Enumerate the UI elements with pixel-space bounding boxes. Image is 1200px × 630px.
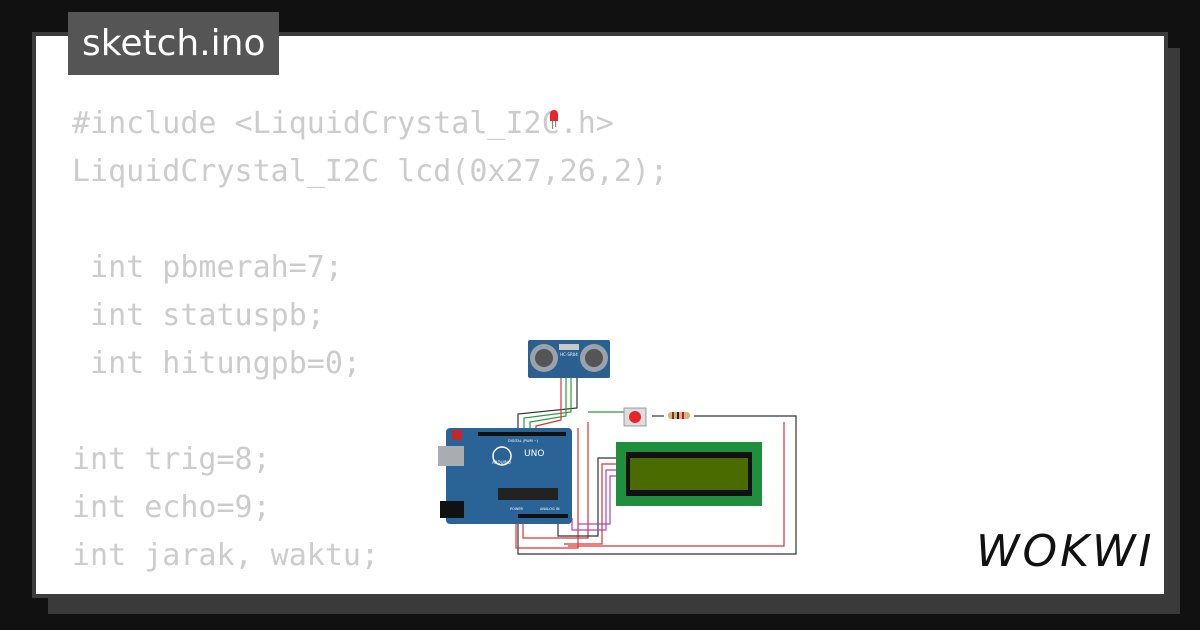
board-name: UNO	[524, 449, 544, 459]
code-line-6: int hitungpb=0;	[72, 346, 361, 381]
file-tab[interactable]: sketch.ino	[68, 12, 280, 75]
board-brand: ARDUINO	[492, 460, 511, 465]
wokwi-logo: WOKWI	[976, 526, 1154, 577]
ultrasonic-sensor-icon[interactable]: HC-SR04	[528, 340, 610, 378]
circuit-diagram[interactable]: HC-SR04 UNO ARDUINO DIGITAL (PWM ~) POWE…	[438, 338, 800, 560]
analog-label: ANALOG IN	[540, 507, 560, 511]
code-line-10: int jarak, waktu;	[72, 538, 380, 573]
arduino-uno-icon[interactable]: UNO ARDUINO DIGITAL (PWM ~) POWER ANALOG…	[438, 428, 572, 524]
code-line-9: int echo=9;	[72, 490, 271, 525]
code-line-2: LiquidCrystal_I2C lcd(0x27,26,2);	[72, 154, 669, 189]
pushbutton-icon[interactable]	[623, 407, 647, 427]
code-line-4: int pbmerah=7;	[72, 250, 343, 285]
code-line-8: int trig=8;	[72, 442, 271, 477]
brand-name: WOKWI	[976, 526, 1154, 577]
digital-label: DIGITAL (PWM ~)	[508, 439, 539, 443]
code-line-1: #include <LiquidCrystal_I2C.h>	[72, 106, 614, 141]
code-line-5: int statuspb;	[72, 298, 325, 333]
lcd-display-icon[interactable]	[616, 442, 762, 506]
power-label: POWER	[510, 507, 524, 511]
led-icon	[550, 110, 558, 129]
resistor-icon	[668, 412, 690, 419]
sensor-label: HC-SR04	[560, 352, 578, 357]
